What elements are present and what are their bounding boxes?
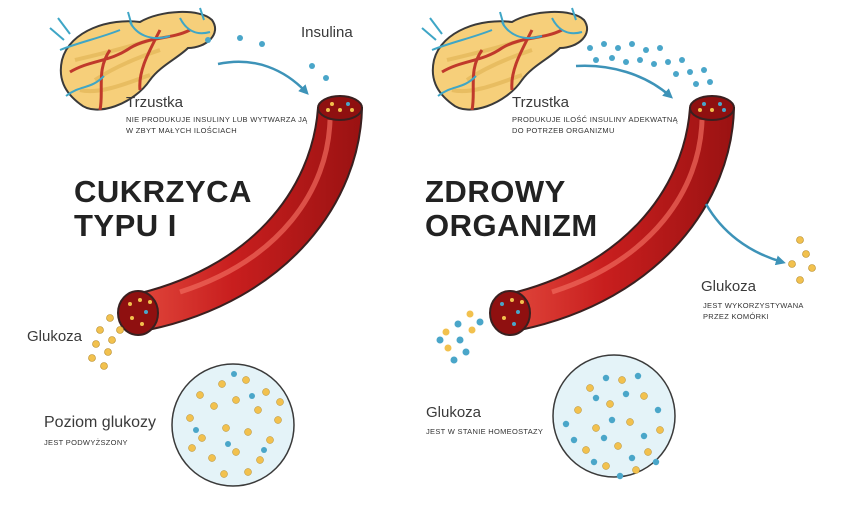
cell-sample-icon [171,363,295,487]
glucose-out-note-line1: JEST WYKORZYSTYWANA [703,301,804,310]
pancreas-note-right-line1: PRODUKUJE ILOŚĆ INSULINY ADEKWATNĄ [512,115,678,124]
glucose-dots-left [88,314,124,370]
title-right: ZDROWY ORGANIZM [425,175,598,243]
pancreas-note-right-line2: DO POTRZEB ORGANIZMU [512,126,615,135]
cell-sample-icon [552,354,676,480]
glucose-level-note: JEST PODWYŻSZONY [44,438,128,447]
homeostasis-note: JEST W STANIE HOMEOSTAZY [426,427,544,436]
arrow-icon [217,60,309,95]
insulin-label: Insulina [301,24,353,41]
insulin-dots-left [205,35,329,81]
glucose-dots-out [788,236,816,284]
pancreas-label-left: Trzustka [126,94,183,111]
pancreas-icon [49,7,216,111]
homeostasis-label: Glukoza [426,404,482,421]
blood-vessel-icon [117,95,364,336]
pancreas-note-left-line1: NIE PRODUKUJE INSULINY LUB WYTWARZA JĄ [126,115,308,124]
glucose-insulin-dots-right [436,310,484,364]
vessel-particles-right [500,102,726,326]
pancreas-label-right: Trzustka [512,94,569,111]
title-right-line1: ZDROWY [425,174,566,209]
glucose-out-label: Glukoza [701,278,757,295]
title-left-line2: TYPU I [74,208,177,243]
insulin-dots-right [587,41,713,87]
glucose-level-label: Poziom glukozy [44,414,157,431]
vessel-particles-left [128,102,354,326]
glucose-out-note: JEST WYKORZYSTYWANA PRZEZ KOMÓRKI [703,300,804,322]
title-left: CUKRZYCA TYPU I [74,175,252,243]
title-left-line1: CUKRZYCA [74,174,252,209]
arrow-icon [575,64,674,99]
pancreas-note-right: PRODUKUJE ILOŚĆ INSULINY ADEKWATNĄ DO PO… [512,114,678,136]
pancreas-note-left-line2: W ZBYT MAŁYCH ILOŚCIACH [126,126,237,135]
pancreas-note-left: NIE PRODUKUJE INSULINY LUB WYTWARZA JĄ W… [126,114,307,136]
pancreas-icon [421,7,588,111]
title-right-line2: ORGANIZM [425,208,598,243]
glucose-out-note-line2: PRZEZ KOMÓRKI [703,312,769,321]
glucose-label-left: Glukoza [27,328,83,345]
arrow-icon [704,203,786,266]
